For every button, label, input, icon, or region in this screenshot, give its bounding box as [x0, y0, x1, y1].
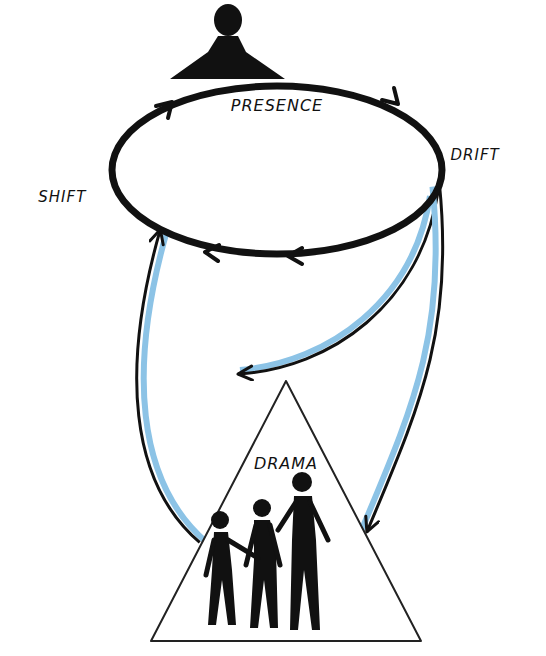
arrow-line: [137, 229, 200, 542]
arrow-shading: [144, 229, 207, 542]
node-label: DRAMA: [254, 454, 318, 473]
presence-loop: PRESENCE: [108, 82, 446, 258]
drama-triangle: DRAMA: [150, 380, 422, 642]
person-figure: [170, 4, 285, 79]
loop-arrowheads: [156, 88, 398, 264]
arrow-label: DRIFT: [447, 145, 502, 165]
node-label-row: DRAMA: [150, 454, 422, 473]
node-label-row: PRESENCE: [108, 96, 446, 115]
drama-figures: [206, 472, 328, 630]
flow-arrow: [137, 229, 207, 542]
node-label: PRESENCE: [231, 96, 323, 115]
node-outline: [150, 380, 422, 642]
arrow-label: SHIFT: [35, 187, 89, 207]
